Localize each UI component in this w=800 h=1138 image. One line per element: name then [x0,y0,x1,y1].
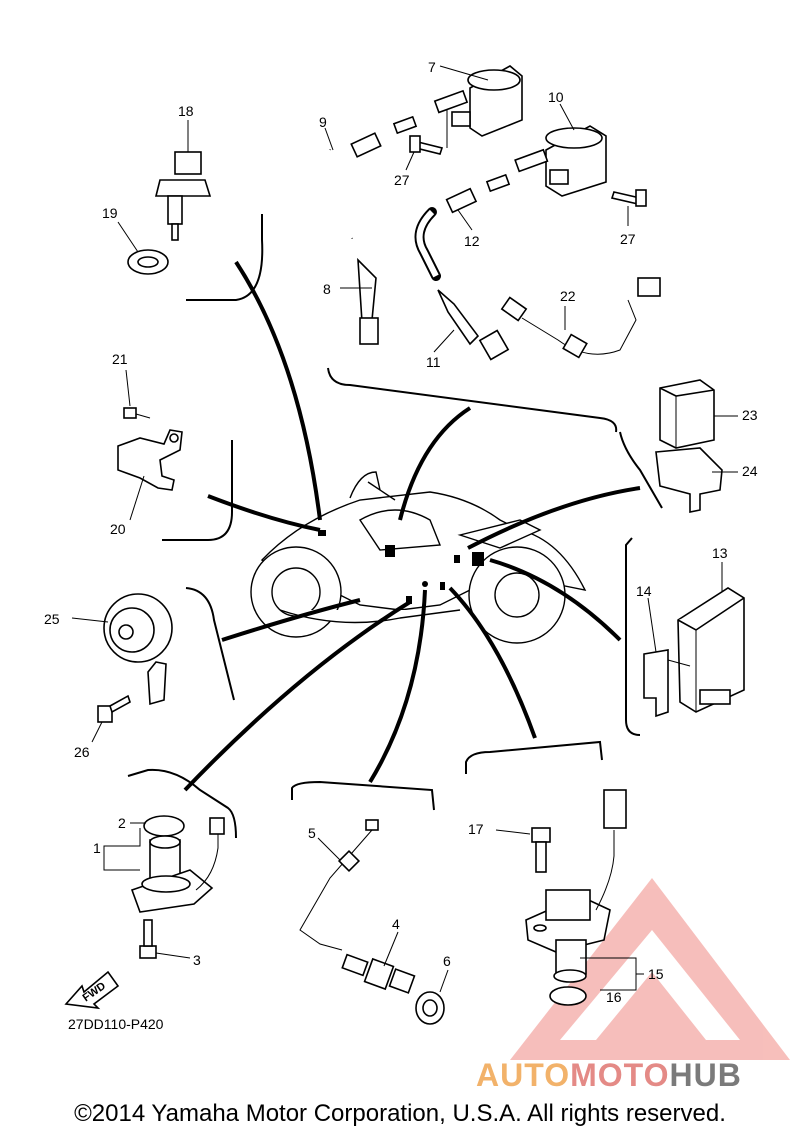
bolt-27a [405,135,444,171]
callout-9: 9 [319,114,327,130]
copyright-notice: ©2014 Yamaha Motor Corporation, U.S.A. A… [74,1100,726,1127]
o-ring-16 [549,986,587,1006]
callout-labels: 1 2 3 4 5 6 7 8 9 10 11 12 13 14 15 16 1… [44,59,758,1005]
callout-24: 24 [742,463,758,479]
crank-sensor-15 [525,789,644,991]
callout-13: 13 [712,545,728,561]
plug-cord-12 [414,173,511,281]
callout-23: 23 [742,407,758,423]
assembly-leaders [183,260,641,792]
callout-27a: 27 [394,172,410,188]
callout-14: 14 [636,583,652,599]
callout-21: 21 [112,351,128,367]
callout-12: 12 [464,233,480,249]
watermark-part-3: HUB [669,1057,742,1093]
callout-26: 26 [74,744,90,760]
plug-cap-8 [340,257,379,345]
callout-5: 5 [308,825,316,841]
forward-arrow-icon [64,970,120,1010]
watermark-part-1: AUTO [476,1057,571,1093]
motorcycle-outline [250,471,587,644]
bolt-17 [495,827,551,873]
group-brackets [127,214,663,839]
sensor-lead-5 [299,819,379,951]
relay-holder-24 [655,447,738,513]
gasket-19 [117,221,169,275]
ignition-coil-7 [433,65,523,148]
callout-22: 22 [560,288,576,304]
callout-6: 6 [443,953,451,969]
lead-wire-22 [500,277,661,359]
thermo-sensor-18 [154,120,212,241]
callout-25: 25 [44,611,60,627]
sensor-20 [117,429,183,521]
callout-2: 2 [118,815,126,831]
bolt-26 [91,694,131,743]
callout-20: 20 [110,521,126,537]
plug-cap-11 [433,289,510,361]
callout-11: 11 [426,354,441,370]
watermark-triangle-icon [510,878,790,1060]
bolt-27b [610,189,647,226]
callout-17: 17 [468,821,484,837]
relay-unit-23 [659,379,738,449]
callout-19: 19 [102,205,118,221]
ecu-13 [677,562,745,713]
gasket-6 [415,969,449,1025]
holder-14 [643,597,691,718]
diagram-code: 27DD110-P420 [68,1016,164,1032]
watermark-part-2: MOTO [570,1057,670,1093]
horn-25 [71,593,173,706]
o2-sensor-4 [341,931,416,994]
plug-cord-9 [321,115,418,240]
callout-4: 4 [392,916,400,932]
watermark-logo: AUTOMOTOHUB [476,1057,742,1094]
callout-3: 3 [193,952,201,968]
callout-10: 10 [548,89,564,105]
callout-15: 15 [648,966,664,982]
callout-8: 8 [323,281,331,297]
callout-18: 18 [178,103,194,119]
ignition-coil-10 [514,103,607,197]
callout-27b: 27 [620,231,636,247]
bolt-3 [139,919,191,959]
callout-7: 7 [428,59,436,75]
callout-1: 1 [93,840,101,856]
bolt-21 [123,369,151,419]
pickup-assembly-1 [103,815,225,913]
callout-16: 16 [606,989,622,1005]
